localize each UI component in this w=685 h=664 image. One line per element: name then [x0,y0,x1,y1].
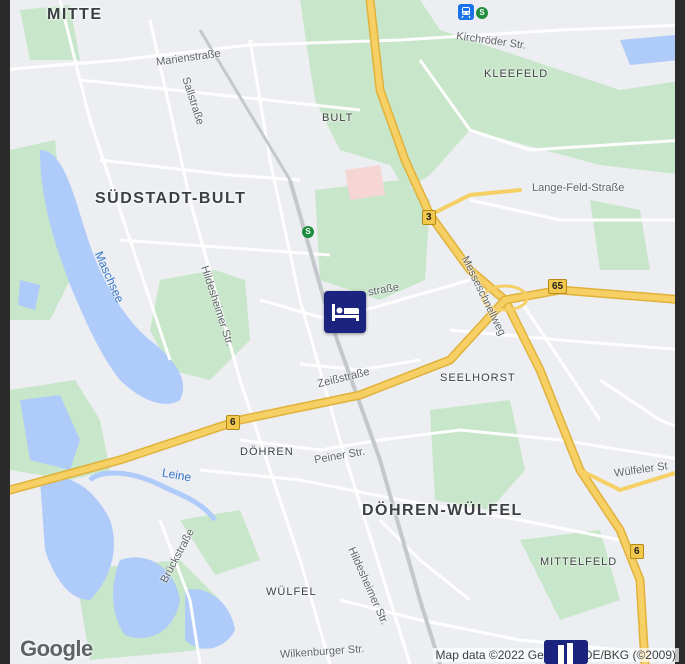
road-shield-b3: 3 [422,210,436,225]
neighborhood-label-doehren: DÖHREN [240,446,294,458]
hotel-list-icon[interactable] [544,640,588,664]
s-bahn-icon[interactable]: S [302,226,314,238]
district-label-mitte: MITTE [47,6,103,23]
street-label-lange-feld-strasse: Lange-Feld-Straße [532,182,625,194]
district-label-doehren-wuelfel: DÖHREN-WÜLFEL [362,502,523,519]
s-bahn-icon-station[interactable]: S [476,7,488,19]
building-icon [558,643,573,664]
road-shield-b6-west: 6 [226,415,240,430]
right-edge-shadow [675,0,685,664]
road-shield-b65: 65 [548,279,568,294]
neighborhood-label-seelhorst: SEELHORST [440,372,516,384]
train-glyph [461,7,471,19]
google-logo: Google [20,636,93,661]
neighborhood-label-kleefeld: KLEEFELD [484,68,549,80]
train-station-icon[interactable] [458,4,474,20]
left-edge-shadow [0,0,10,664]
road-shield-b6-east: 6 [630,544,644,559]
neighborhood-label-wuelfel: WÜLFEL [266,586,317,598]
bed-icon [332,304,359,321]
hotel-marker[interactable] [324,291,366,333]
neighborhood-label-bult: BULT [322,112,354,124]
district-label-suedstadt-bult: SÜDSTADT-BULT [95,190,247,207]
neighborhood-label-mittelfeld: MITTELFELD [540,556,618,568]
